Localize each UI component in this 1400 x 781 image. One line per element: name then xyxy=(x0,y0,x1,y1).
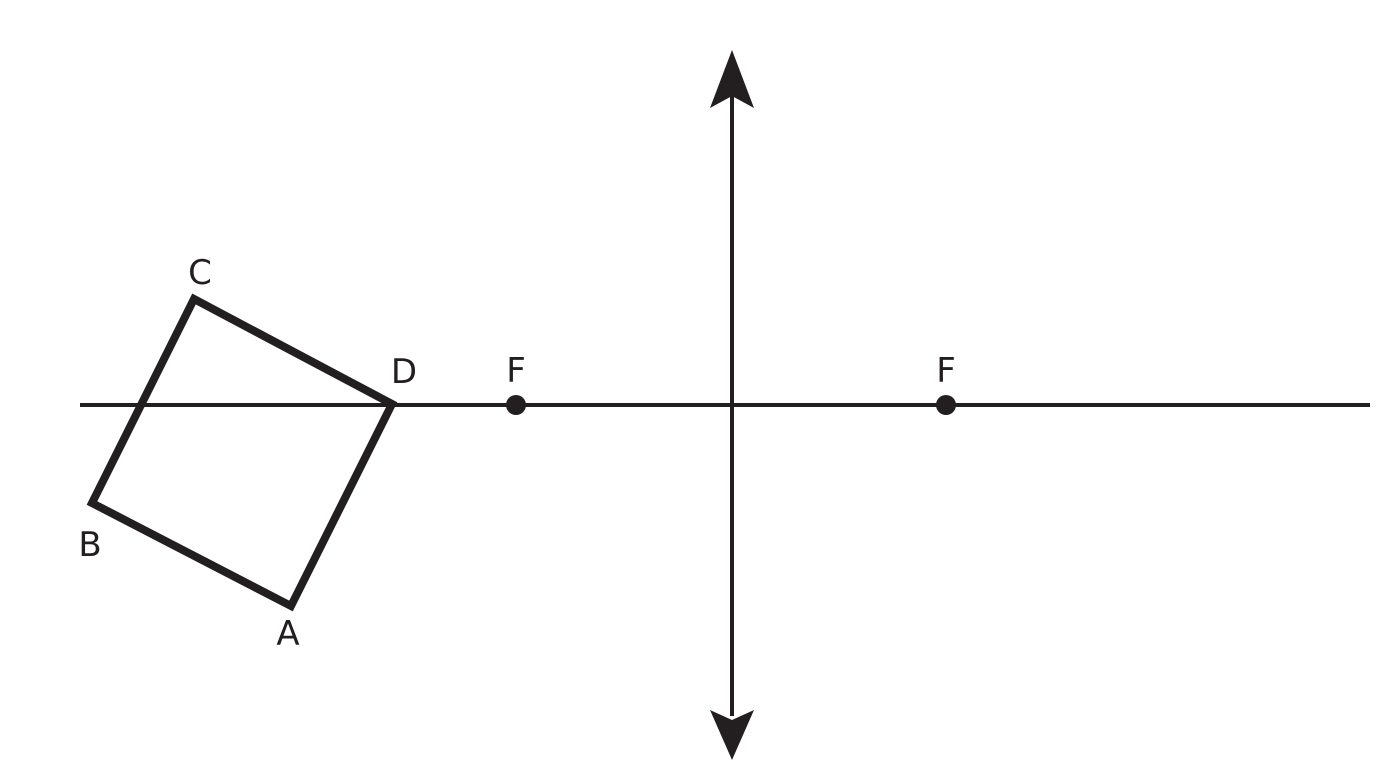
square-object xyxy=(86,293,398,612)
converging-lens xyxy=(710,50,754,760)
focal-label-right: F xyxy=(936,351,956,391)
vertex-label-b: B xyxy=(78,525,101,565)
vertex-label-c: C xyxy=(188,253,212,293)
lens-arrowhead-bottom xyxy=(710,710,754,760)
focal-point-right xyxy=(936,395,956,415)
vertex-label-a: A xyxy=(276,614,299,654)
lens-arrowhead-top xyxy=(710,50,754,108)
focal-label-left: F xyxy=(506,351,526,391)
vertex-label-d: D xyxy=(391,352,417,392)
focal-point-left xyxy=(506,395,526,415)
